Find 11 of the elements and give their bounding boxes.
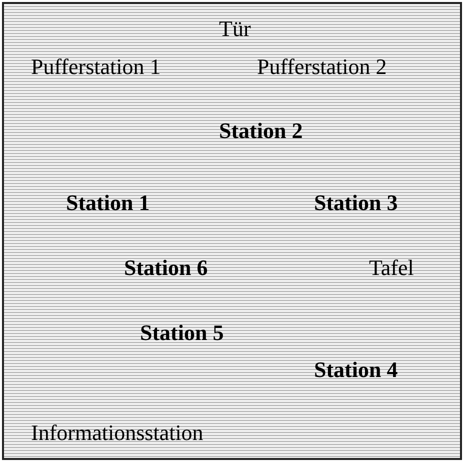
station-label: Station 6 bbox=[124, 256, 208, 280]
area-label: Tafel bbox=[369, 256, 414, 280]
station-label: Station 4 bbox=[314, 358, 398, 382]
area-label: Pufferstation 2 bbox=[257, 55, 387, 79]
station-label: Station 5 bbox=[140, 321, 224, 345]
area-label: Tür bbox=[219, 17, 251, 41]
station-label: Station 3 bbox=[314, 191, 398, 215]
station-label: Station 2 bbox=[219, 119, 303, 143]
station-label: Station 1 bbox=[66, 191, 150, 215]
area-label: Pufferstation 1 bbox=[31, 55, 161, 79]
area-label: Informationsstation bbox=[31, 421, 204, 445]
